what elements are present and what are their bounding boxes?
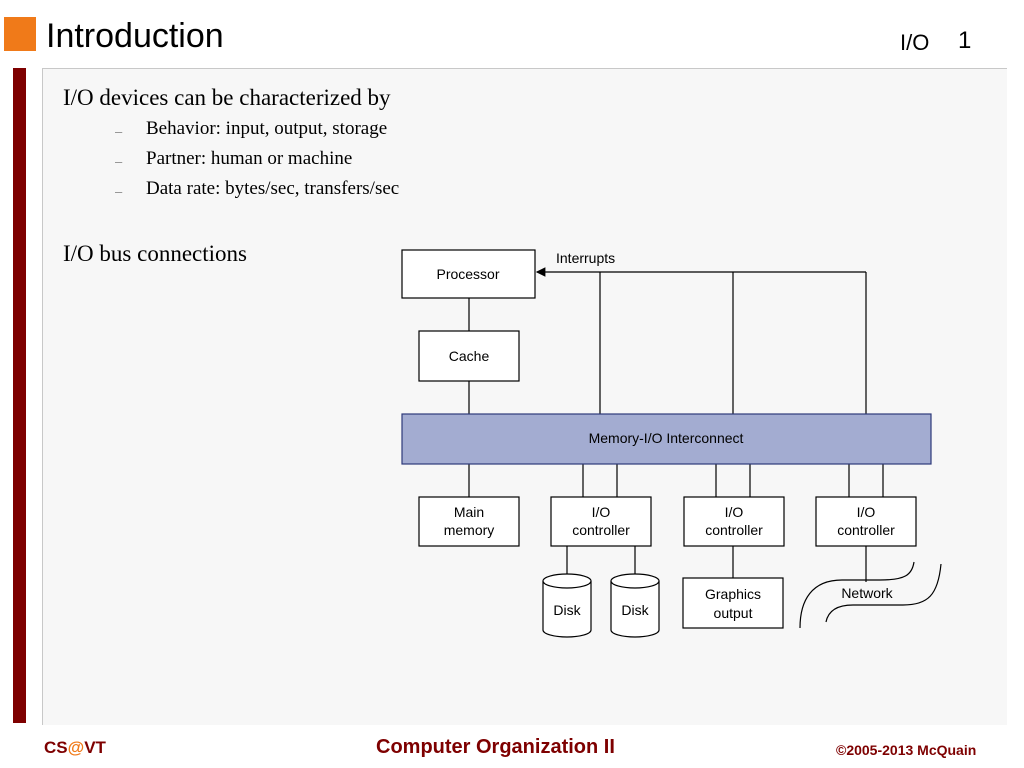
- disk-icon: [610, 573, 660, 638]
- footer-at: @: [67, 738, 85, 757]
- io-controller-graphics-box: [683, 496, 785, 547]
- main-memory-label-1: Main: [454, 504, 484, 520]
- io-controller-network-box: [815, 496, 917, 547]
- io-controller-label-2: controller: [572, 522, 630, 538]
- bullet-dash: –: [115, 184, 123, 199]
- io-controller-disk-box: [550, 496, 652, 547]
- io-controller-label-1: I/O: [725, 504, 744, 520]
- interrupts-label: Interrupts: [556, 250, 615, 266]
- disk-label-2: Disk: [621, 602, 649, 618]
- heading-characterized: I/O devices can be characterized by: [63, 85, 391, 110]
- graphics-label-1: Graphics: [705, 586, 761, 602]
- footer-vt: VT: [84, 738, 106, 757]
- disk-icon: [542, 573, 592, 638]
- footer-course-title: Computer Organization II: [376, 736, 615, 758]
- footer-left: CS@VT: [44, 738, 106, 758]
- graphics-output-box: [682, 577, 784, 629]
- left-accent-bar: [13, 68, 26, 723]
- io-controller-label-2: controller: [705, 522, 763, 538]
- bullet-dash: –: [115, 124, 123, 139]
- bullet-partner: Partner: human or machine: [146, 148, 353, 169]
- bullet-behavior: Behavior: input, output, storage: [146, 118, 388, 139]
- section-tag: I/O: [900, 30, 930, 55]
- main-memory-box: [418, 496, 520, 547]
- io-controller-label-1: I/O: [857, 504, 876, 520]
- interconnect-label: Memory-I/O Interconnect: [589, 430, 744, 446]
- bullet-dash: –: [115, 154, 123, 169]
- disk-label-1: Disk: [553, 602, 581, 618]
- io-controller-label-2: controller: [837, 522, 895, 538]
- cache-box: [418, 330, 520, 382]
- graphics-label-2: output: [714, 605, 753, 621]
- bullet-data-rate: Data rate: bytes/sec, transfers/sec: [146, 178, 400, 199]
- processor-label: Processor: [436, 266, 499, 282]
- io-controller-label-1: I/O: [592, 504, 611, 520]
- title-accent-square: [4, 17, 36, 51]
- network-label: Network: [841, 585, 893, 601]
- network-icon: [799, 561, 942, 629]
- footer-cs: CS: [44, 738, 68, 757]
- slide-title: Introduction: [46, 17, 224, 55]
- slide-number: 1: [958, 27, 972, 54]
- content-area: I/O devices can be characterized by – Be…: [42, 68, 1007, 725]
- interconnect-bar: [401, 413, 932, 465]
- cache-label: Cache: [449, 348, 490, 364]
- heading-bus-connections: I/O bus connections: [63, 241, 247, 266]
- main-memory-label-2: memory: [444, 522, 495, 538]
- footer-copyright: ©2005-2013 McQuain: [836, 742, 977, 758]
- processor-box: [401, 249, 536, 299]
